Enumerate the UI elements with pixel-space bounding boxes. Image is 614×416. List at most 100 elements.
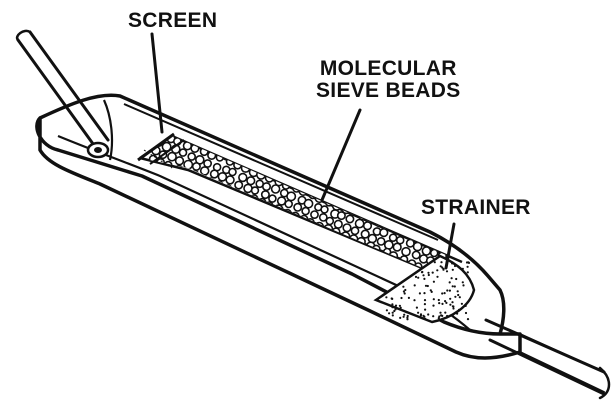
- strainer-dot: [446, 315, 448, 317]
- sieve-bead: [247, 177, 255, 185]
- sieve-bead: [188, 153, 195, 160]
- strainer-dot: [452, 285, 454, 287]
- strainer-dot: [457, 290, 459, 292]
- strainer-dot: [403, 290, 405, 292]
- sieve-bead: [351, 227, 358, 234]
- strainer-dot: [433, 281, 435, 283]
- strainer-dot: [424, 299, 426, 301]
- sieve-bead: [229, 169, 236, 176]
- sieve-bead: [226, 176, 234, 184]
- strainer-dot: [391, 297, 393, 299]
- strainer-dot: [449, 290, 451, 292]
- strainer-dot: [440, 261, 442, 263]
- strainer-dot: [417, 312, 419, 314]
- strainer-dot: [420, 314, 422, 316]
- strainer-dot: [449, 304, 451, 306]
- strainer-dot: [406, 318, 408, 320]
- sieve-bead: [235, 181, 242, 188]
- sieve-bead: [380, 229, 388, 237]
- strainer-dot: [414, 284, 416, 286]
- sieve-bead: [176, 157, 184, 165]
- strainer-dot: [404, 292, 406, 294]
- strainer-dot: [446, 270, 448, 272]
- strainer-dot: [416, 307, 418, 309]
- strainer-dot: [438, 315, 440, 317]
- strainer-dot: [424, 303, 426, 305]
- sieve-bead: [184, 161, 192, 169]
- strainer-dot: [441, 315, 443, 317]
- sieve-bead: [393, 243, 401, 251]
- strainer-dot: [456, 313, 458, 315]
- strainer-dot: [430, 289, 432, 291]
- strainer-dot: [399, 305, 401, 307]
- strainer-dot: [439, 312, 441, 314]
- strainer-dot: [467, 318, 469, 320]
- sieve-bead: [302, 208, 309, 215]
- sieve-bead: [263, 183, 270, 190]
- strainer-dot: [440, 265, 442, 267]
- strainer-dot: [392, 314, 394, 316]
- strainer-dot: [422, 274, 424, 276]
- sieve-label-line1: MOLECULAR: [316, 58, 461, 80]
- strainer-dot: [441, 303, 443, 305]
- sieve-bead: [356, 220, 364, 228]
- sieve-bead: [211, 170, 219, 178]
- sieve-bead: [239, 174, 247, 182]
- sieve-bead: [304, 200, 312, 208]
- inlet-fitting: [88, 143, 108, 157]
- sieve-bead: [402, 248, 410, 256]
- strainer-dot: [432, 305, 434, 307]
- strainer-dot: [449, 298, 451, 300]
- sieve-bead: [434, 242, 441, 249]
- sieve-bead: [368, 235, 376, 243]
- strainer-dot: [436, 276, 438, 278]
- strainer-dot: [445, 302, 447, 304]
- strainer-dot: [385, 296, 387, 298]
- strainer-dot: [467, 266, 469, 268]
- strainer-dot: [386, 309, 388, 311]
- strainer-dot: [446, 289, 448, 291]
- strainer-dot: [422, 315, 424, 317]
- strainer-dot: [451, 277, 453, 279]
- strainer-dot: [449, 281, 451, 283]
- strainer-dot: [465, 305, 467, 307]
- strainer-dot: [467, 271, 469, 273]
- sieve-bead: [278, 197, 286, 205]
- strainer-dot: [419, 292, 421, 294]
- strainer-dot: [424, 318, 426, 320]
- inlet-tube: [17, 31, 108, 148]
- sieve-bead: [262, 191, 269, 198]
- sieve-bead: [285, 201, 292, 208]
- strainer-dot: [423, 278, 425, 280]
- sieve-bead: [294, 204, 301, 211]
- sieve-bead: [244, 184, 252, 192]
- sieve-bead: [252, 187, 259, 194]
- sieve-bead: [218, 173, 226, 181]
- strainer-dot: [415, 276, 417, 278]
- strainer-dot: [394, 308, 396, 310]
- strainer-dot: [451, 262, 453, 264]
- sieve-bead: [361, 230, 369, 238]
- strainer-dot: [441, 292, 443, 294]
- strainer-dot: [392, 312, 394, 314]
- strainer-dot: [400, 307, 402, 309]
- strainer-dot: [455, 278, 457, 280]
- drier-shell: [37, 95, 520, 358]
- sieve-label-line2: SIEVE BEADS: [316, 80, 461, 102]
- strainer-dot: [403, 314, 405, 316]
- sieve-bead: [385, 241, 393, 249]
- sieve-bead: [378, 238, 385, 245]
- strainer-dot: [451, 301, 453, 303]
- strainer-dot: [454, 296, 456, 298]
- strainer-dot: [391, 306, 393, 308]
- strainer-dot: [432, 272, 434, 274]
- strainer-dot: [462, 284, 464, 286]
- sieve-bead: [201, 167, 209, 175]
- strainer-dot: [432, 315, 434, 317]
- sieve-bead: [338, 212, 345, 219]
- sieve-bead: [346, 215, 353, 222]
- sieve-bead: [364, 222, 372, 230]
- strainer-dot: [462, 268, 464, 270]
- strainer-dot: [403, 316, 405, 318]
